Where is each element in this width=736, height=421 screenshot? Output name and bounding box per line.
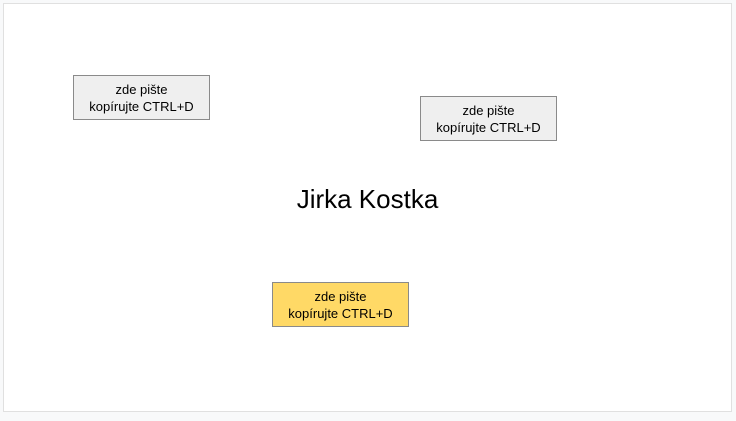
text-box-line1: zde pište [314,288,367,304]
text-box-line1: zde pište [115,81,168,97]
text-box-line2: kopírujte CTRL+D [436,119,541,135]
text-box-1[interactable]: zde pište kopírujte CTRL+D [73,75,210,120]
slide-title[interactable]: Jirka Kostka [296,184,439,214]
text-box-2[interactable]: zde pište kopírujte CTRL+D [420,96,557,141]
bottom-strip [0,412,736,421]
text-box-line1: zde pište [462,102,515,118]
text-box-line2: kopírujte CTRL+D [288,305,393,321]
text-box-3-highlighted[interactable]: zde pište kopírujte CTRL+D [272,282,409,327]
text-box-line2: kopírujte CTRL+D [89,98,194,114]
slide-canvas[interactable]: zde pište kopírujte CTRL+D zde pište kop… [3,3,732,412]
